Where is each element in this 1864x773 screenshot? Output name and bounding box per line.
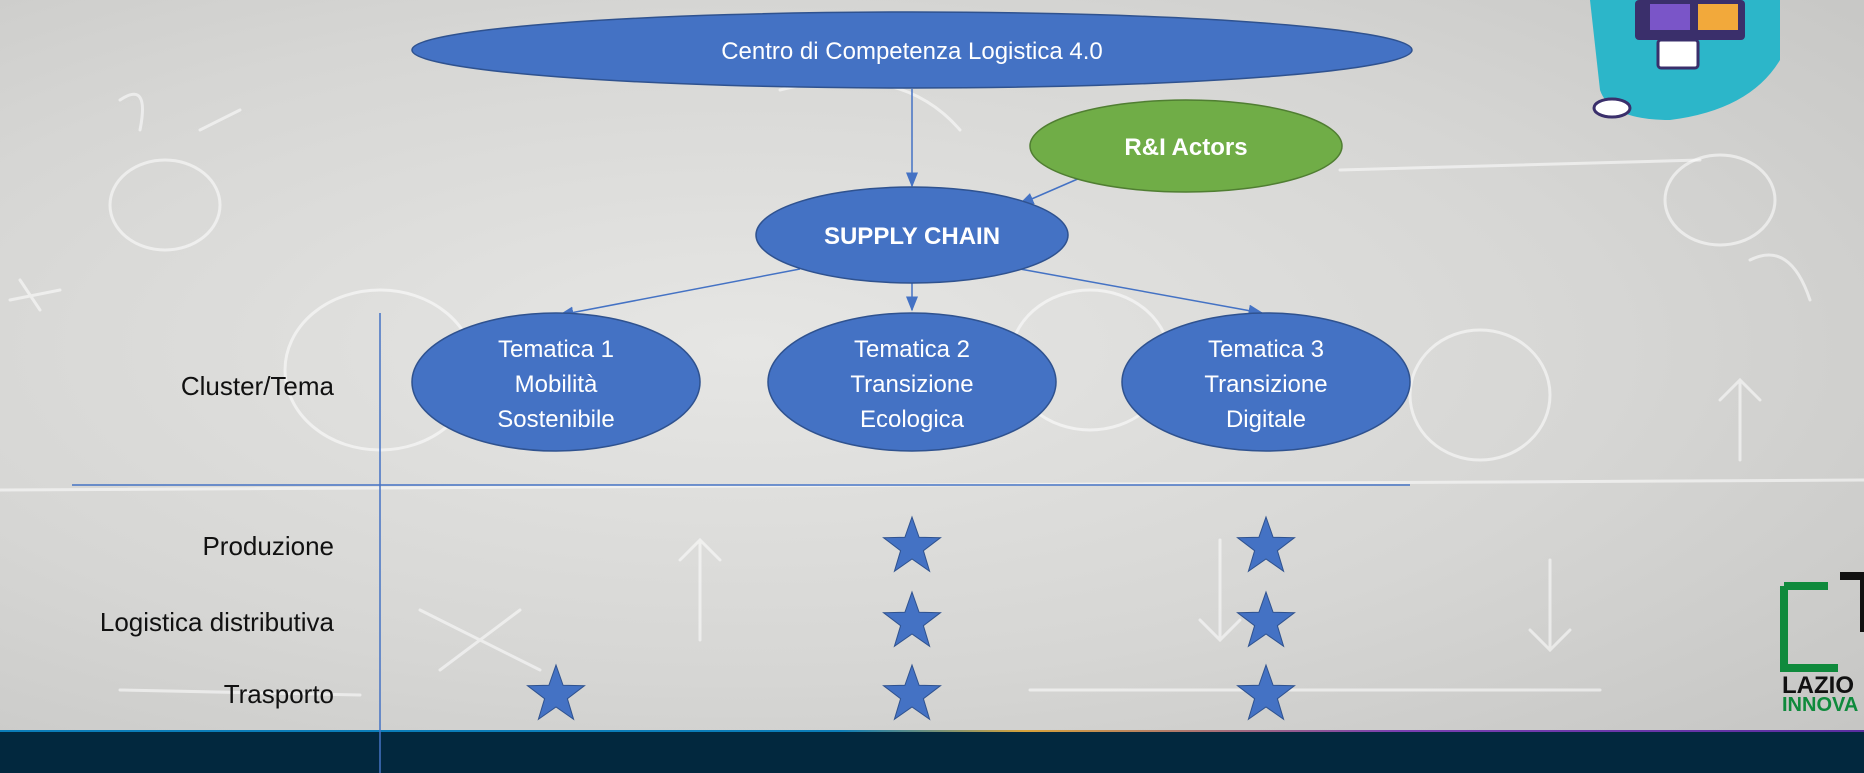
- theme-3-line-2: Transizione: [1204, 371, 1327, 398]
- actors-node: R&I Actors: [1029, 99, 1343, 193]
- hub-to-theme-3-arrow: [1019, 268, 1264, 317]
- theme-3-line-1: Tematica 3: [1208, 336, 1324, 363]
- logo-text-innova: INNOVA: [1782, 694, 1859, 716]
- actors-label: R&I Actors: [1124, 134, 1247, 161]
- actors-to-hub-arrow: [1018, 177, 1081, 205]
- theme-1-line-2: Mobilità: [515, 371, 598, 398]
- bottom-accent-line: [0, 730, 1864, 733]
- logo-text-lazio: LAZIO: [1782, 672, 1854, 699]
- theme-3-node: Tematica 3 Transizione Digitale: [1121, 312, 1411, 452]
- row-label-produzione: Produzione: [202, 531, 334, 561]
- laptop-illustration-icon: [1590, 0, 1780, 120]
- lazio-innova-logo: LAZIO INNOVA: [1778, 572, 1864, 716]
- theme-2-line-1: Tematica 2: [854, 336, 970, 363]
- theme-2-node: Tematica 2 Transizione Ecologica: [767, 312, 1057, 452]
- hub-node: SUPPLY CHAIN: [755, 186, 1069, 284]
- theme-2-ellipse: [767, 312, 1057, 452]
- star-produzione-tematica-3-icon: [1236, 515, 1296, 573]
- theme-1-line-1: Tematica 1: [498, 336, 614, 363]
- header-label-cluster-tema: Cluster/Tema: [180, 371, 334, 401]
- theme-1-line-3: Sostenibile: [497, 406, 614, 433]
- table-grid-lines: [72, 313, 1410, 773]
- star-trasporto-tematica-2-icon: [882, 663, 942, 721]
- star-produzione-tematica-2-icon: [882, 515, 942, 573]
- root-ellipse: [411, 11, 1413, 89]
- hub-to-theme-1-arrow: [558, 268, 801, 319]
- theme-2-line-2: Transizione: [850, 371, 973, 398]
- root-node: Centro di Competenza Logistica 4.0: [411, 11, 1413, 89]
- connectors: [558, 89, 1264, 319]
- row-label-logistica-distributiva: Logistica distributiva: [99, 607, 334, 637]
- bottom-bar: [0, 732, 1864, 773]
- star-logistica-distributiva-tematica-2-icon: [882, 590, 942, 648]
- hub-ellipse: [755, 186, 1069, 284]
- root-label: Centro di Competenza Logistica 4.0: [721, 38, 1103, 65]
- actors-ellipse: [1029, 99, 1343, 193]
- star-logistica-distributiva-tematica-3-icon: [1236, 590, 1296, 648]
- hub-label: SUPPLY CHAIN: [824, 223, 1000, 250]
- theme-2-line-3: Ecologica: [860, 406, 965, 433]
- theme-1-node: Tematica 1 Mobilità Sostenibile: [411, 312, 701, 452]
- theme-1-ellipse: [411, 312, 701, 452]
- theme-3-line-3: Digitale: [1226, 406, 1306, 433]
- logo-mark-icon: [1780, 572, 1864, 672]
- star-trasporto-tematica-3-icon: [1236, 663, 1296, 721]
- theme-3-ellipse: [1121, 312, 1411, 452]
- stars-layer: [526, 515, 1296, 721]
- row-label-trasporto: Trasporto: [223, 679, 334, 709]
- star-trasporto-tematica-1-icon: [526, 663, 586, 721]
